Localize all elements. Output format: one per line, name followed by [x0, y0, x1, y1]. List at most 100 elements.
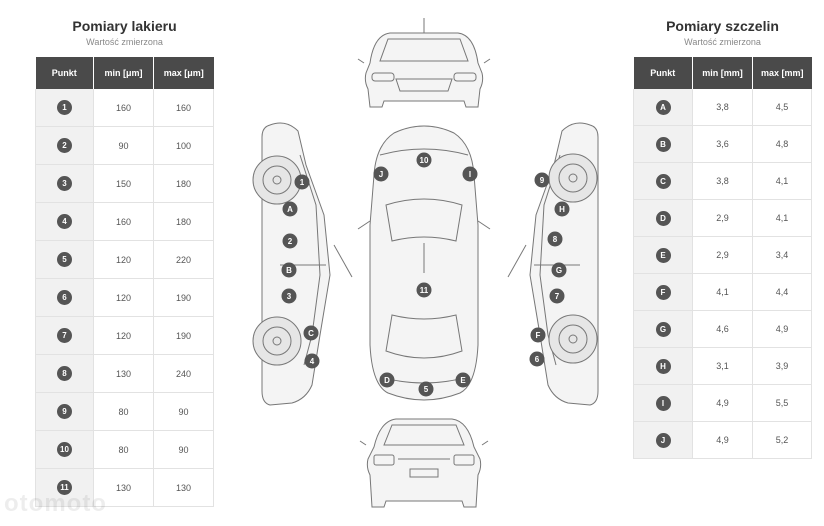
- min-cell: 3,6: [692, 125, 753, 163]
- gaps-header-row: Punkt min [mm] max [mm]: [633, 57, 812, 89]
- min-cell: 2,9: [692, 236, 753, 274]
- point-cell: 10: [35, 430, 94, 469]
- watermark-logo: otomoto: [4, 490, 107, 517]
- point-badge: D: [655, 210, 671, 226]
- max-cell: 130: [153, 468, 214, 507]
- min-cell: 120: [93, 240, 154, 279]
- point-badge: 3: [57, 176, 72, 191]
- max-cell: 4,1: [752, 162, 812, 200]
- min-cell: 120: [93, 316, 154, 355]
- point-cell: E: [633, 236, 693, 274]
- max-cell: 5,2: [752, 421, 812, 459]
- marker-9: 9: [534, 172, 550, 188]
- min-cell: 3,1: [692, 347, 753, 385]
- car-right-side-view: [507, 122, 599, 406]
- min-cell: 150: [93, 164, 154, 203]
- point-cell: 3: [35, 164, 94, 203]
- point-badge: A: [655, 99, 671, 115]
- point-badge: 9: [57, 404, 72, 419]
- svg-text:B: B: [286, 266, 292, 275]
- max-cell: 4,4: [752, 273, 812, 311]
- point-badge: B: [655, 136, 671, 152]
- svg-text:I: I: [469, 170, 471, 179]
- point-cell: 1: [35, 89, 94, 127]
- min-cell: 2,9: [692, 199, 753, 237]
- marker-G: G: [551, 262, 567, 278]
- svg-text:D: D: [384, 376, 390, 385]
- max-cell: 4,9: [752, 310, 812, 348]
- point-cell: 4: [35, 202, 94, 241]
- point-cell: 11: [35, 468, 94, 507]
- marker-I: I: [462, 166, 478, 182]
- point-badge: C: [655, 173, 671, 189]
- paint-subtitle: Wartość zmierzona: [86, 37, 163, 47]
- point-badge: E: [655, 247, 671, 263]
- point-badge: 5: [57, 252, 72, 267]
- paint-header-row: Punkt min [μm] max [μm]: [35, 57, 214, 89]
- svg-text:C: C: [308, 329, 314, 338]
- max-cell: 180: [153, 202, 214, 241]
- point-badge: F: [655, 284, 671, 300]
- gaps-header-point: Punkt: [633, 57, 693, 89]
- svg-text:3: 3: [287, 292, 292, 301]
- point-badge: 4: [57, 214, 72, 229]
- marker-F: F: [530, 327, 546, 343]
- marker-E: E: [455, 372, 471, 388]
- car-top-view: [357, 125, 491, 401]
- gaps-subtitle: Wartość zmierzona: [684, 37, 761, 47]
- point-cell: 2: [35, 126, 94, 165]
- point-badge: 2: [57, 138, 72, 153]
- point-badge: J: [655, 432, 671, 448]
- point-badge: 10: [57, 442, 72, 457]
- max-cell: 3,9: [752, 347, 812, 385]
- paint-header-max: max [μm]: [153, 57, 214, 89]
- marker-5: 5: [418, 381, 434, 397]
- min-cell: 4,9: [692, 384, 753, 422]
- svg-text:H: H: [559, 205, 565, 214]
- point-badge: 11: [57, 480, 72, 495]
- min-cell: 3,8: [692, 162, 753, 200]
- point-badge: 6: [57, 290, 72, 305]
- svg-text:A: A: [287, 205, 293, 214]
- marker-B: B: [281, 262, 297, 278]
- gaps-header-max: max [mm]: [752, 57, 812, 89]
- marker-7: 7: [549, 288, 565, 304]
- max-cell: 180: [153, 164, 214, 203]
- paint-title: Pomiary lakieru: [72, 18, 177, 34]
- min-cell: 4,1: [692, 273, 753, 311]
- paint-header-point: Punkt: [35, 57, 94, 89]
- marker-3: 3: [281, 288, 297, 304]
- max-cell: 90: [153, 392, 214, 431]
- max-cell: 90: [153, 430, 214, 469]
- point-cell: 7: [35, 316, 94, 355]
- point-badge: I: [655, 395, 671, 411]
- point-badge: H: [655, 358, 671, 374]
- min-cell: 130: [93, 468, 154, 507]
- svg-text:10: 10: [420, 156, 429, 165]
- paint-header-min: min [μm]: [93, 57, 154, 89]
- paint-measurements-panel: Pomiary lakieru Wartość zmierzona Punkt …: [35, 18, 214, 507]
- max-cell: 5,5: [752, 384, 812, 422]
- gaps-header-min: min [mm]: [692, 57, 753, 89]
- svg-text:7: 7: [555, 292, 560, 301]
- marker-11: 11: [416, 282, 432, 298]
- max-cell: 100: [153, 126, 214, 165]
- marker-A: A: [282, 201, 298, 217]
- svg-text:2: 2: [288, 237, 293, 246]
